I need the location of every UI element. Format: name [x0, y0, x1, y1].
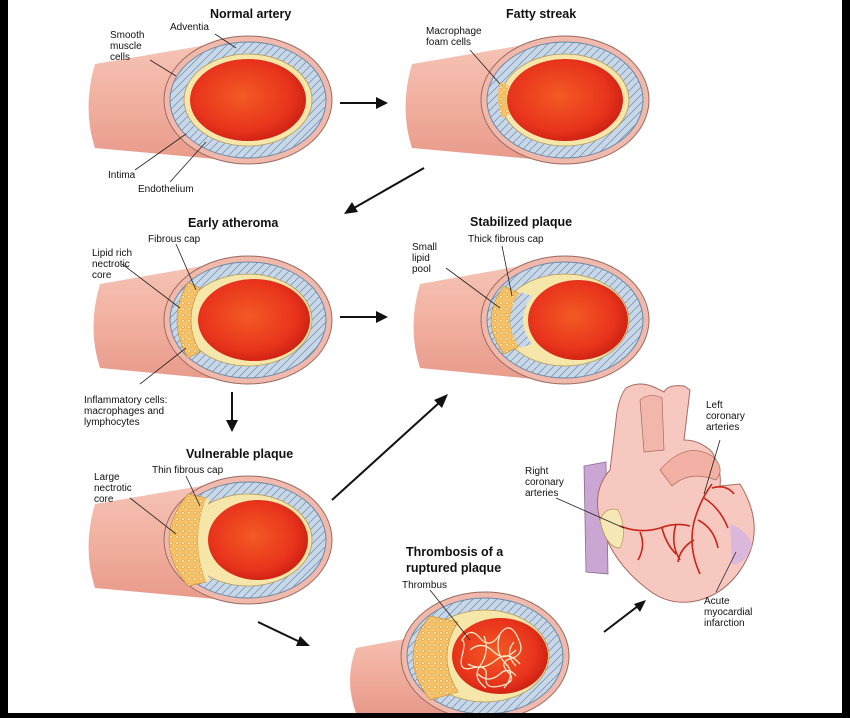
thrombosis-figure	[350, 589, 570, 718]
coronary-arteries	[619, 483, 735, 575]
intima-label: Intima	[108, 170, 136, 181]
endothelium-label: Endothelium	[138, 184, 194, 195]
smooth-muscle-label: Smooth muscle cells	[110, 30, 147, 63]
thick-fibrous-cap	[510, 292, 532, 348]
fibrous-cap-label: Fibrous cap	[148, 234, 201, 245]
arrow-normal-to-fatty	[340, 97, 388, 109]
progression-arrows	[226, 97, 646, 646]
inflammatory-cells-label: Inflammatory cells: macrophages and lymp…	[84, 395, 170, 428]
thick-cap-label: Thick fibrous cap	[468, 234, 544, 245]
lumen	[208, 500, 308, 580]
small-lipid-label: Small lipid pool	[412, 242, 440, 275]
early-atheroma-figure	[93, 243, 333, 385]
pulmonary-artery	[659, 450, 721, 487]
right-coronary-label: Right coronary arteries	[525, 466, 567, 499]
lumen	[198, 279, 310, 361]
heart-body	[597, 383, 755, 603]
arrow-fatty-to-early	[344, 167, 425, 214]
thrombus-label: Thrombus	[402, 580, 447, 591]
adventia-label: Adventia	[170, 22, 209, 33]
early-atheroma-title: Early atheroma	[188, 216, 279, 230]
infarct-area	[730, 524, 752, 565]
thrombus-mesh	[460, 627, 522, 689]
large-core-label: Large nectrotic core	[94, 472, 135, 505]
ruptured-core	[412, 615, 459, 701]
stabilized-plaque-title: Stabilized plaque	[470, 215, 572, 229]
lumen	[528, 280, 628, 360]
vulnerable-plaque-figure	[88, 475, 333, 605]
arrow-early-to-stabilized	[340, 311, 388, 323]
thrombosis-title: Thrombosis of a ruptured plaque	[406, 545, 507, 575]
arrow-vulnerable-to-stabilized	[331, 394, 448, 501]
stabilized-plaque-figure	[413, 245, 650, 385]
normal-artery-figure	[88, 33, 333, 183]
arrow-early-to-vulnerable	[226, 392, 238, 432]
infarction-label: Acute myocardial infarction	[704, 596, 755, 629]
lumen	[507, 59, 623, 141]
thin-fibrous-cap	[198, 498, 210, 582]
aorta	[639, 395, 665, 453]
thin-cap-label: Thin fibrous cap	[152, 465, 224, 476]
lipid-core-label: Lipid rich nectrotic core	[92, 248, 135, 281]
left-coronary-label: Left coronary arteries	[706, 400, 748, 433]
heart-illustration	[555, 383, 755, 603]
fatty-streak-figure	[405, 35, 650, 165]
necrotic-core	[176, 281, 201, 359]
macrophage-label: Macrophage foam cells	[426, 26, 484, 48]
vulnerable-plaque-title: Vulnerable plaque	[186, 447, 293, 461]
fatty-streak-title: Fatty streak	[506, 7, 576, 21]
arrow-thrombosis-to-heart	[603, 600, 646, 633]
normal-artery-title: Normal artery	[210, 7, 291, 21]
lumen	[190, 59, 306, 141]
foam-cells	[497, 82, 510, 118]
right-atrium-fat	[599, 508, 624, 549]
arrow-vulnerable-to-thrombosis	[257, 621, 310, 646]
